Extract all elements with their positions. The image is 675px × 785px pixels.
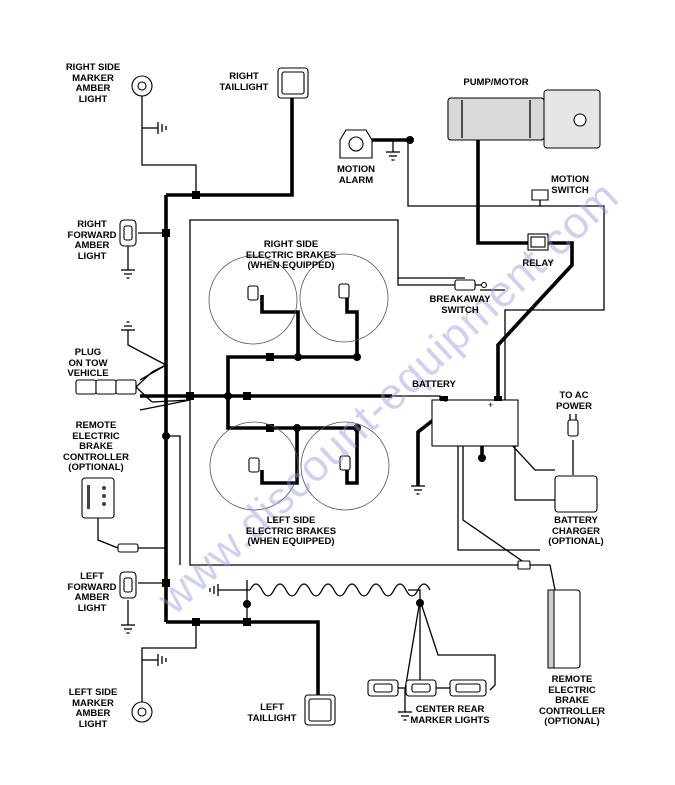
remote-brake-controller-icon xyxy=(547,589,581,669)
label-plug: PLUG ON TOW VEHICLE xyxy=(67,347,109,379)
ground-icon xyxy=(121,624,135,634)
junction-markers xyxy=(162,136,486,626)
ground-icon xyxy=(157,122,167,134)
ground-icon xyxy=(121,269,135,279)
ground-icon xyxy=(386,151,400,161)
right-brake-drum-icon xyxy=(299,253,389,343)
relay-icon xyxy=(527,233,549,251)
label-relay: RELAY xyxy=(522,258,554,269)
label-right-forward: RIGHT FORWARD AMBER LIGHT xyxy=(67,219,117,262)
ground-icon xyxy=(121,321,135,331)
label-battery-charger: BATTERY CHARGER (OPTIONAL) xyxy=(548,515,604,547)
right-taillight-icon xyxy=(277,67,309,99)
label-remote-brake-right: REMOTE ELECTRIC BRAKE CONTROLLER (OPTION… xyxy=(539,674,605,727)
label-right-marker: RIGHT SIDE MARKER AMBER LIGHT xyxy=(65,62,121,105)
ground-symbols xyxy=(121,122,425,721)
label-battery: BATTERY xyxy=(412,379,456,390)
ground-icon xyxy=(398,711,412,721)
center-rear-marker-lights-icon xyxy=(367,679,487,697)
label-center-rear: CENTER REAR MARKER LIGHTS xyxy=(410,704,490,726)
ground-icon xyxy=(209,584,219,596)
left-brake-drum-icon xyxy=(300,421,390,511)
pump-motor-icon xyxy=(447,89,601,149)
ground-icon xyxy=(411,485,425,495)
right-brake-drum-icon xyxy=(208,255,298,345)
battery-icon: - + xyxy=(431,396,519,447)
left-taillight-icon xyxy=(304,694,336,726)
label-right-taillight: RIGHT TAILLIGHT xyxy=(219,71,269,93)
battery-charger-icon xyxy=(554,475,598,513)
right-forward-light-icon xyxy=(119,219,137,247)
tow-plug-icon xyxy=(75,364,191,403)
label-left-brakes: LEFT SIDE ELECTRIC BRAKES (WHEN EQUIPPED… xyxy=(245,515,337,547)
label-pump-motor: PUMP/MOTOR xyxy=(463,77,529,88)
coil-wire xyxy=(249,583,431,597)
left-marker-light-icon xyxy=(131,701,153,723)
left-forward-light-icon xyxy=(119,571,137,599)
label-motion-switch: MOTION SWITCH xyxy=(551,174,589,196)
label-motion-alarm: MOTION ALARM xyxy=(337,164,375,186)
right-marker-light-icon xyxy=(131,75,153,97)
ground-icon xyxy=(157,654,167,666)
label-to-ac-power: TO AC POWER xyxy=(556,390,592,412)
remote-brake-controller-icon xyxy=(81,477,139,553)
motion-alarm-icon xyxy=(339,129,373,159)
breakaway-switch-icon xyxy=(454,279,488,291)
label-left-taillight: LEFT TAILLIGHT xyxy=(247,702,297,724)
label-left-forward: LEFT FORWARD AMBER LIGHT xyxy=(67,571,117,614)
label-right-brakes: RIGHT SIDE ELECTRIC BRAKES (WHEN EQUIPPE… xyxy=(245,239,337,271)
label-left-marker: LEFT SIDE MARKER AMBER LIGHT xyxy=(68,687,118,730)
left-brake-drum-icon xyxy=(209,421,299,511)
svg-text:+: + xyxy=(488,400,493,410)
label-remote-brake-left: REMOTE ELECTRIC BRAKE CONTROLLER (OPTION… xyxy=(63,420,129,473)
ac-plug-icon xyxy=(567,414,579,437)
connector-icon xyxy=(517,560,531,570)
motion-switch-icon xyxy=(531,189,549,201)
label-breakaway: BREAKAWAY SWITCH xyxy=(429,294,491,316)
